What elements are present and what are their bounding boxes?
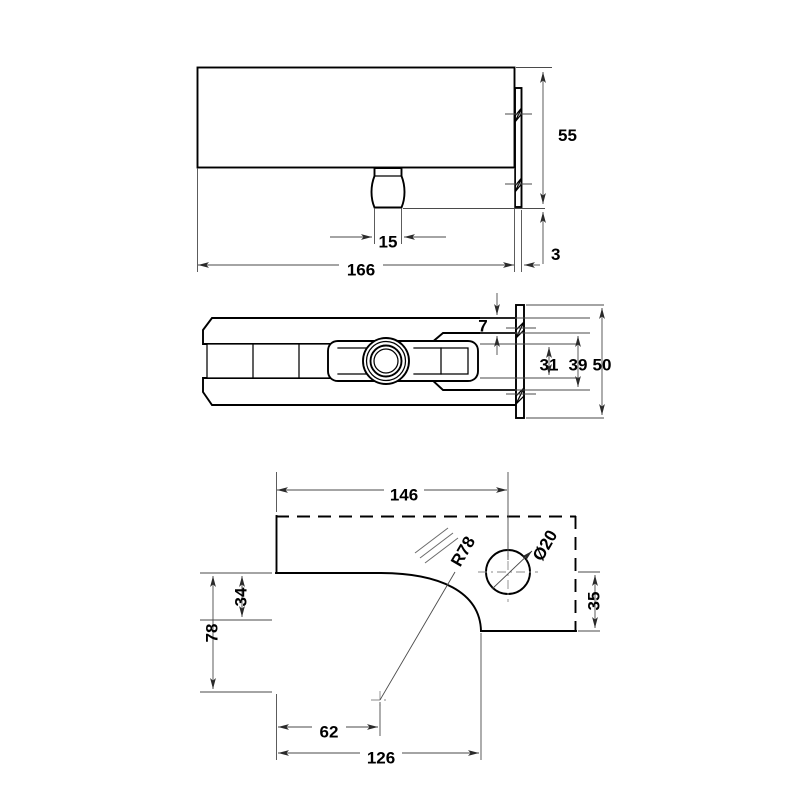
plan-dim-78-label: 78 bbox=[202, 624, 221, 643]
front-plate-break-upper bbox=[514, 107, 523, 123]
plan-dim-35-label: 35 bbox=[584, 592, 603, 611]
front-view: 55 3 15 166 bbox=[196, 66, 577, 279]
plan-dim-r78-label: R78 bbox=[447, 533, 479, 570]
side-upper-rail-chamfer bbox=[202, 317, 213, 331]
plan-hole-dia-leader bbox=[491, 550, 533, 590]
plan-dim-dia20-label: Ø20 bbox=[529, 527, 562, 564]
plan-dim-126-label-bg bbox=[360, 742, 402, 764]
plan-glass-hatch-1 bbox=[414, 527, 449, 554]
front-dim-55-label: 55 bbox=[558, 126, 577, 145]
front-dim-166-label-bg bbox=[339, 254, 383, 276]
side-plate-break-lower bbox=[515, 387, 525, 405]
side-lower-rail-chamfer bbox=[202, 391, 213, 406]
side-mounting-plate bbox=[515, 304, 525, 419]
side-lower-rail bbox=[202, 377, 517, 406]
side-dim-7-label: 7 bbox=[478, 316, 487, 335]
plan-dim-146-label-bg bbox=[384, 479, 424, 501]
plan-view: Ø20 R78 146 34 78 35 62 bbox=[200, 472, 603, 767]
front-mounting-plate bbox=[514, 87, 523, 208]
front-knob-outline bbox=[370, 167, 406, 209]
plan-dim-146-label: 146 bbox=[390, 485, 418, 504]
side-dim-50-label: 50 bbox=[593, 355, 612, 374]
front-plate-break-lower bbox=[514, 177, 523, 193]
side-plate-break-upper bbox=[515, 321, 525, 339]
side-dim-39-label: 39 bbox=[569, 355, 588, 374]
plan-dim-34-label: 34 bbox=[231, 587, 250, 606]
side-view: 7 31 39 50 bbox=[202, 293, 612, 419]
plan-glass-hatch-3 bbox=[424, 537, 459, 564]
plan-radius-leader bbox=[379, 571, 456, 701]
front-dim-166-label: 166 bbox=[347, 260, 375, 279]
plan-dim-126-label: 126 bbox=[367, 748, 395, 767]
front-dim-3-label: 3 bbox=[551, 245, 560, 264]
plan-glass-hatch-2 bbox=[419, 532, 454, 559]
side-pivot-bore bbox=[373, 348, 399, 374]
side-pivot-mid-ring bbox=[365, 340, 407, 382]
front-body-outline bbox=[196, 66, 516, 169]
plan-radius-profile bbox=[275, 572, 482, 632]
plan-dim-62-label: 62 bbox=[320, 722, 339, 741]
side-dim-31-label: 31 bbox=[540, 355, 559, 374]
plan-dim-62-label-bg bbox=[312, 716, 346, 738]
front-dim-15-label: 15 bbox=[379, 232, 398, 251]
side-pivot-inner-ring bbox=[369, 344, 403, 378]
